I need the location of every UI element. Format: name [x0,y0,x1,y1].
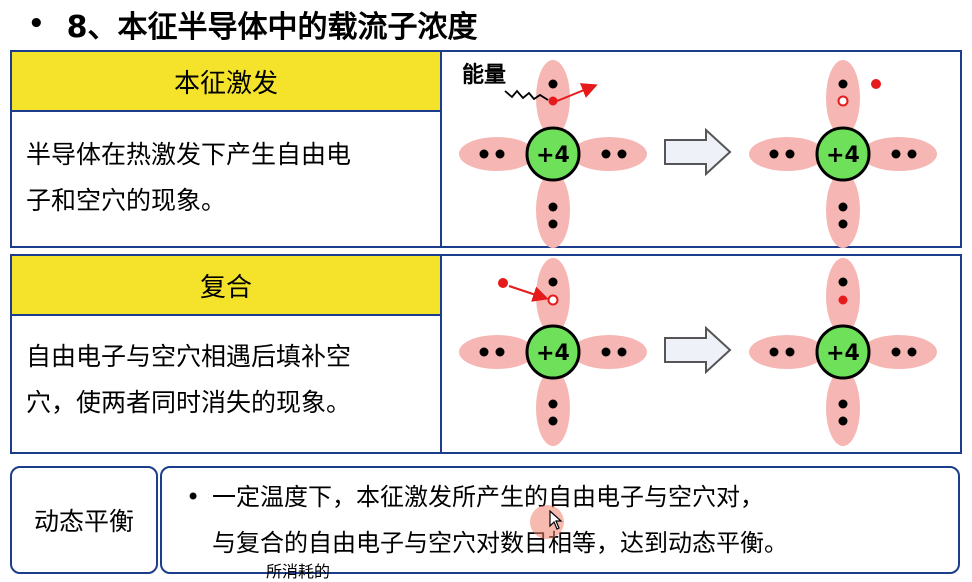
mouse-cursor-icon [549,510,563,530]
electron [769,149,779,159]
nucleus [525,324,581,380]
electron [548,399,558,409]
electron [891,347,901,357]
nucleus [525,126,581,182]
recombination-desc-line-2: 穴，使两者同时消失的现象。 [26,388,352,417]
transition-arrow-icon [664,325,732,375]
energy-zigzag [504,89,549,101]
electron [601,347,611,357]
equilibrium-line-2: 与复合的自由电子与空穴对数目相等，达到动态平衡。 [212,529,788,557]
nucleus-charge: +4 [826,341,860,366]
excited-electron [548,96,558,106]
atom-excitation-before: +4 能量 [459,60,647,248]
electron [785,149,795,159]
equilibrium-label-box [10,466,158,574]
nucleus [815,324,871,380]
electron [891,149,901,159]
electron [601,149,611,159]
recombination-arrow [508,285,549,302]
electron [548,202,558,212]
nucleus [815,126,871,182]
atom-recombination-before: +4 [459,258,647,446]
nucleus-charge: +4 [536,143,570,168]
electron [838,277,848,287]
atom-excitation-after: +4 [749,60,937,248]
subtitle-caption: 所消耗的 [266,562,331,581]
excitation-description: 半导体在热激发下产生自由电 子和空穴的现象。 [12,132,440,224]
atom-recombination-after: +4 [749,258,937,446]
slide-title: • 8、本征半导体中的载流子浓度 [28,4,478,45]
electron [838,416,848,426]
recombination-desc-line-1: 自由电子与空穴相遇后填补空 [26,342,352,371]
electron [617,347,627,357]
excitation-desc-line-2: 子和空穴的现象。 [26,186,227,215]
equilibrium-bullet: • [186,483,201,511]
hole [547,294,559,306]
hole [837,95,849,107]
recombined-electron [838,295,848,305]
nucleus-charge: +4 [536,341,570,366]
excitation-arrow [556,83,598,102]
electron [495,347,505,357]
electron [479,149,489,159]
electron [479,347,489,357]
equilibrium-line-1: 一定温度下，本征激发所产生的自由电子与空穴对， [212,483,764,511]
equilibrium-label: 动态平衡 [33,507,134,536]
energy-label: 能量 [462,62,506,88]
recombination-label: 复合 [10,254,442,316]
title-text: 8、本征半导体中的载流子浓度 [66,10,478,45]
excitation-desc-line-1: 半导体在热激发下产生自由电 [26,140,352,169]
electron [907,347,917,357]
electron [617,149,627,159]
free-electron [498,278,508,288]
cursor-highlight [530,505,564,539]
electron [785,347,795,357]
electron [838,79,848,89]
electron [548,277,558,287]
electron [838,219,848,229]
excitation-label: 本征激发 [10,50,442,112]
electron [769,347,779,357]
electron [548,219,558,229]
electron [548,416,558,426]
transition-arrow-icon [664,127,732,177]
electron [838,399,848,409]
title-bullet: • [28,9,45,39]
electron [495,149,505,159]
electron [907,149,917,159]
electron [838,202,848,212]
recombination-description: 自由电子与空穴相遇后填补空 穴，使两者同时消失的现象。 [12,334,440,426]
free-electron [871,79,881,89]
electron [548,79,558,89]
nucleus-charge: +4 [826,143,860,168]
